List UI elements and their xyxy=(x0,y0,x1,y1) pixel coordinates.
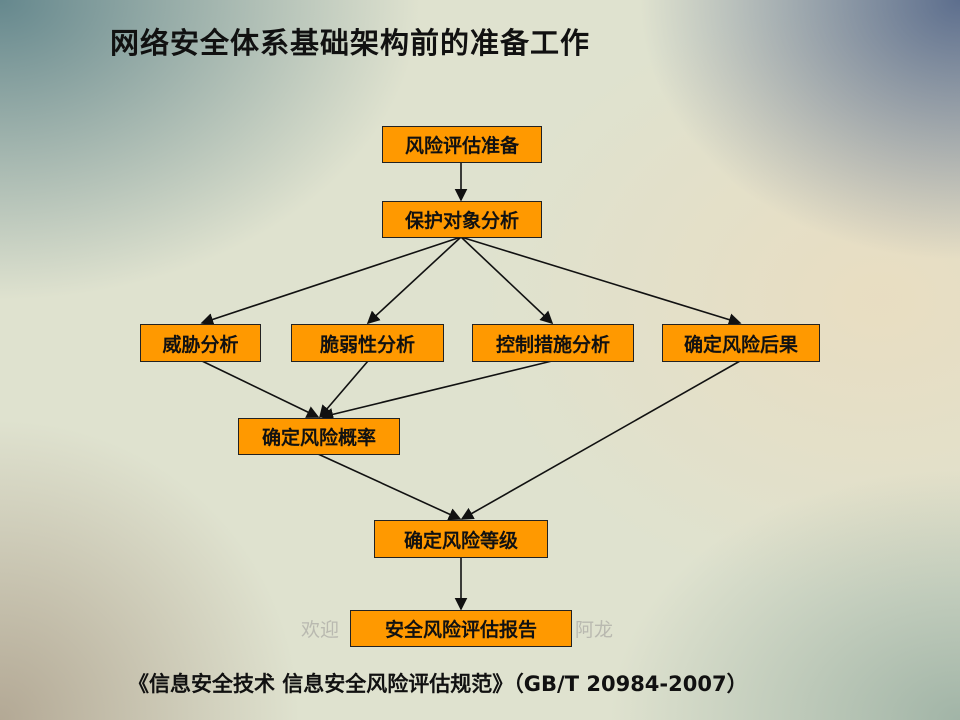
arrow-asset-consequence xyxy=(460,236,742,326)
arrow-consequence-level xyxy=(460,360,741,520)
node-risk-assessment-prep: 风险评估准备 xyxy=(382,126,542,163)
reference-citation: 《信息安全技术 信息安全风险评估规范》（GB/T 20984-2007） xyxy=(128,672,748,696)
slide-title: 网络安全体系基础架构前的准备工作 xyxy=(110,26,591,60)
watermark-right: 阿龙 xyxy=(575,619,614,641)
node-asset-analysis: 保护对象分析 xyxy=(382,201,542,238)
arrow-vuln-probability xyxy=(318,360,369,419)
node-risk-consequence: 确定风险后果 xyxy=(662,324,820,362)
arrow-asset-vuln xyxy=(366,236,462,325)
arrow-threat-probability xyxy=(201,360,320,418)
node-threat-analysis: 威胁分析 xyxy=(140,324,261,362)
node-risk-probability: 确定风险概率 xyxy=(238,418,400,455)
watermark-left: 欢迎 xyxy=(301,619,340,641)
arrow-asset-threat xyxy=(200,236,462,326)
node-control-analysis: 控制措施分析 xyxy=(472,324,634,362)
node-risk-report: 安全风险评估报告 xyxy=(350,610,572,647)
node-vulnerability-analysis: 脆弱性分析 xyxy=(291,324,444,362)
node-risk-level: 确定风险等级 xyxy=(374,520,548,558)
arrow-control-probability xyxy=(320,360,553,421)
arrow-asset-control xyxy=(460,236,554,325)
arrow-probability-level xyxy=(317,453,462,521)
